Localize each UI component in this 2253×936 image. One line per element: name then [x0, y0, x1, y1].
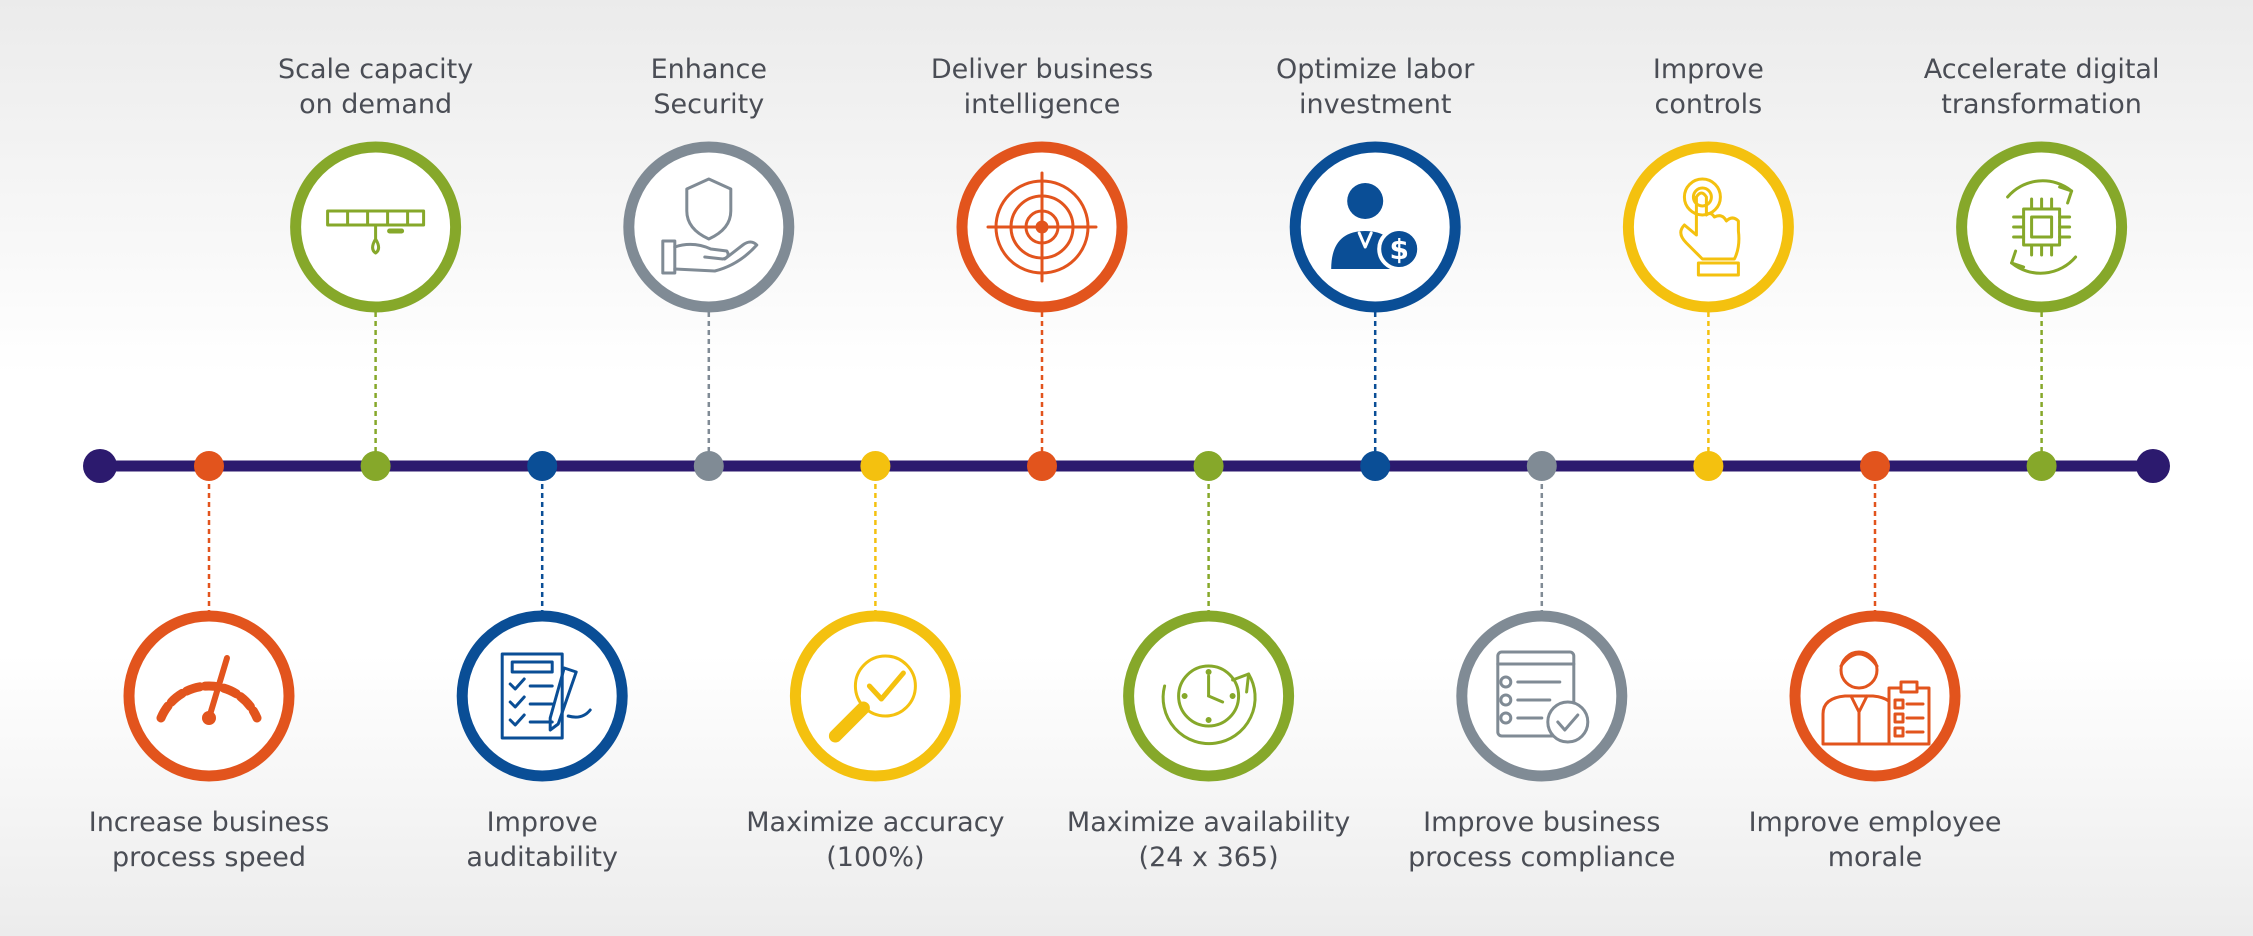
timeline-dot: [360, 451, 391, 481]
milestone-ring: [1956, 141, 2128, 313]
scale-bar-icon: [326, 209, 426, 255]
milestone-label: Improve auditability: [466, 807, 618, 873]
milestone-ring: [623, 141, 795, 313]
checklist-pen-icon: [500, 652, 592, 740]
timeline-dot: [1360, 451, 1391, 481]
speedometer-icon: [156, 655, 262, 725]
milestone-label: Increase business process speed: [88, 807, 330, 873]
touch-finger-icon: [1679, 177, 1741, 277]
employee-clipboard-icon: [1821, 650, 1931, 746]
timeline-dot: [1027, 451, 1057, 481]
timeline-dot: [1526, 451, 1557, 481]
milestone-ring: [1622, 141, 1794, 313]
timeline-start-dot: [83, 449, 117, 483]
chip-cycle-icon: [2006, 179, 2078, 275]
svg-text:$: $: [1389, 233, 1408, 266]
milestone-label: Scale capacity on demand: [277, 54, 474, 120]
milestone-label: Optimize labor investment: [1275, 54, 1475, 120]
timeline-dot: [860, 451, 891, 481]
timeline-dot: [1860, 451, 1890, 481]
milestone-label: Improve business process compliance: [1408, 807, 1676, 873]
timeline-dot: [1693, 451, 1724, 481]
timeline-end-dot: [2136, 449, 2170, 483]
milestone-ring: [123, 610, 295, 782]
milestone-ring: [1289, 141, 1461, 313]
shield-hand-icon: [661, 177, 759, 275]
milestone-label: Enhance Security: [650, 54, 767, 120]
milestone-label: Improve employee morale: [1748, 807, 2002, 873]
magnifier-check-icon: [828, 654, 917, 743]
milestone-label: Accelerate digital transformation: [1923, 54, 2160, 120]
milestone-label: Deliver business intelligence: [930, 54, 1154, 120]
clock-cycle-icon: [1161, 664, 1257, 746]
milestone-label: Maximize accuracy (100%): [746, 807, 1005, 873]
compliance-document-icon: [1496, 650, 1590, 744]
timeline-dot: [194, 451, 224, 481]
milestone-ring: [456, 610, 628, 782]
timeline-dot: [527, 451, 558, 481]
milestone-label: Maximize availability (24 x 365): [1066, 807, 1351, 873]
target-icon: [986, 171, 1098, 283]
milestone-ring: [1456, 610, 1628, 782]
timeline-dot: [1193, 451, 1224, 481]
timeline-dot: [2026, 451, 2057, 481]
timeline-dot: [693, 451, 724, 481]
businessman-dollar-icon: $: [1331, 183, 1422, 271]
milestone-label: Improve controls: [1652, 54, 1764, 120]
